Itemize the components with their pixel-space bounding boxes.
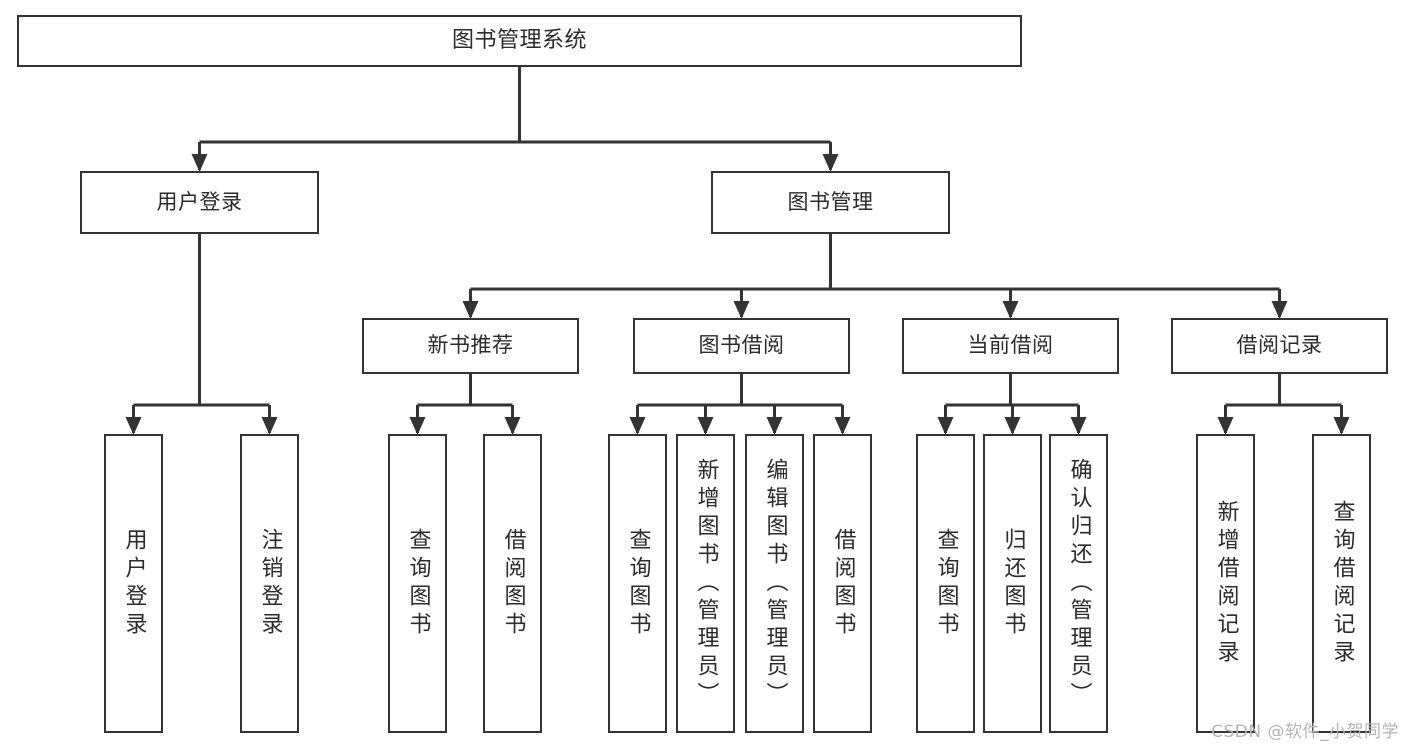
watermark-label: CSDN @软件_小贺同学 (1211, 722, 1399, 742)
node-label: 当前借阅 (967, 333, 1054, 358)
node-leaf-borrow-book-a[interactable]: 借阅图书 (483, 434, 542, 733)
node-label: 新增借阅记录 (1213, 499, 1239, 668)
node-leaf-borrow-book-b[interactable]: 借阅图书 (813, 434, 872, 733)
node-book-borrow[interactable]: 图书借阅 (633, 318, 850, 374)
node-leaf-query-book-a[interactable]: 查询图书 (388, 434, 447, 733)
node-label: 图书借阅 (698, 333, 785, 358)
node-label: 用户登录 (156, 189, 243, 214)
node-new-book-rec[interactable]: 新书推荐 (362, 318, 579, 374)
node-label: 查询图书 (405, 527, 431, 640)
node-book-manage[interactable]: 图书管理 (711, 171, 950, 234)
node-leaf-query-record[interactable]: 查询借阅记录 (1312, 434, 1371, 733)
node-label: 新书推荐 (427, 333, 514, 358)
node-leaf-return-book[interactable]: 归还图书 (983, 434, 1042, 733)
node-leaf-user-login[interactable]: 用户登录 (104, 434, 163, 733)
node-label: 归还图书 (1000, 527, 1026, 640)
node-label: 用户登录 (121, 527, 147, 640)
node-label: 新增图书（管理员） (693, 457, 719, 710)
node-leaf-logout[interactable]: 注销登录 (240, 434, 299, 733)
node-label: 查询借阅记录 (1329, 499, 1355, 668)
node-label: 确认归还（管理员） (1066, 457, 1092, 710)
node-leaf-add-record[interactable]: 新增借阅记录 (1196, 434, 1255, 733)
node-leaf-query-book-b[interactable]: 查询图书 (608, 434, 667, 733)
node-user-login[interactable]: 用户登录 (80, 171, 319, 234)
node-label: 图书管理 (787, 189, 874, 214)
node-borrow-record[interactable]: 借阅记录 (1171, 318, 1388, 374)
node-label: 借阅图书 (500, 527, 526, 640)
node-label: 查询图书 (625, 527, 651, 640)
node-label: 注销登录 (257, 527, 283, 640)
node-root[interactable]: 图书管理系统 (17, 15, 1022, 67)
node-label: 查询图书 (933, 527, 959, 640)
node-leaf-edit-book[interactable]: 编辑图书（管理员） (745, 434, 804, 733)
node-current-borrow[interactable]: 当前借阅 (902, 318, 1119, 374)
node-leaf-query-book-c[interactable]: 查询图书 (916, 434, 975, 733)
node-label: 借阅图书 (830, 527, 856, 640)
node-label: 编辑图书（管理员） (762, 457, 788, 710)
node-leaf-add-book[interactable]: 新增图书（管理员） (676, 434, 735, 733)
node-label: 借阅记录 (1236, 333, 1323, 358)
node-label: 图书管理系统 (451, 27, 587, 53)
node-leaf-confirm-return[interactable]: 确认归还（管理员） (1049, 434, 1108, 733)
